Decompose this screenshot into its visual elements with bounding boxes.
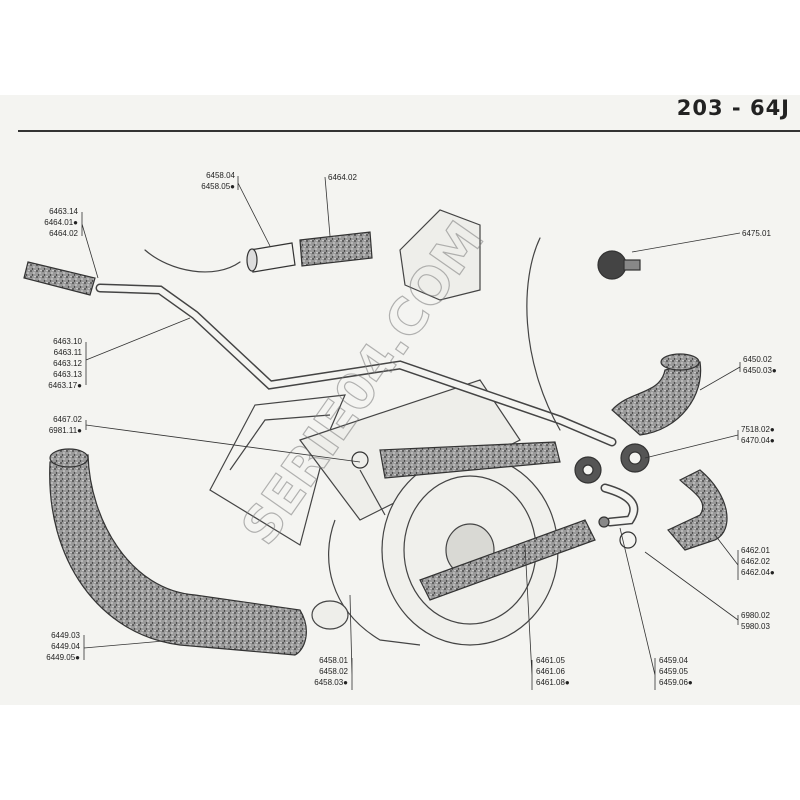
svg-text:6449.03: 6449.03 bbox=[51, 631, 80, 640]
svg-text:6461.06: 6461.06 bbox=[536, 667, 565, 676]
svg-text:6449.05●: 6449.05● bbox=[46, 653, 80, 662]
hose-lower-long bbox=[419, 519, 596, 601]
hose-crossmember bbox=[379, 441, 561, 479]
page-title: 203 - 64J bbox=[676, 96, 790, 120]
hose-short-left bbox=[23, 261, 96, 296]
svg-text:6461.08●: 6461.08● bbox=[536, 678, 570, 687]
callout-6449-03: 6449.03 6449.04 6449.05● bbox=[46, 631, 80, 662]
svg-text:6458.03●: 6458.03● bbox=[314, 678, 348, 687]
callout-6462-01: 6462.01 6462.02 6462.04● bbox=[741, 546, 775, 577]
hoses bbox=[23, 231, 728, 656]
svg-text:6467.02: 6467.02 bbox=[53, 415, 82, 424]
callout-6467-02: 6467.02 6981.11● bbox=[49, 415, 83, 435]
svg-text:6462.01: 6462.01 bbox=[741, 546, 770, 555]
callout-6450-02: 6450.02 6450.03● bbox=[743, 355, 777, 375]
svg-text:6463.13: 6463.13 bbox=[53, 370, 82, 379]
svg-text:6461.05: 6461.05 bbox=[536, 656, 565, 665]
header-rule bbox=[18, 130, 800, 132]
engine-housing bbox=[209, 209, 559, 646]
svg-text:6459.05: 6459.05 bbox=[659, 667, 688, 676]
svg-text:6464.01●: 6464.01● bbox=[44, 218, 78, 227]
svg-text:6462.04●: 6462.04● bbox=[741, 568, 775, 577]
svg-text:6450.02: 6450.02 bbox=[743, 355, 772, 364]
leader-lines bbox=[81, 176, 741, 690]
callout-6458-04: 6458.04 6458.05● bbox=[201, 171, 235, 191]
svg-text:6981.11●: 6981.11● bbox=[49, 426, 82, 435]
callout-6458-01: 6458.01 6458.02 6458.03● bbox=[314, 656, 348, 687]
svg-text:6463.11: 6463.11 bbox=[54, 348, 83, 357]
clamp-b bbox=[619, 531, 637, 549]
hose-elbow-small bbox=[667, 469, 728, 551]
svg-text:6463.14: 6463.14 bbox=[49, 207, 78, 216]
svg-text:7518.02●: 7518.02● bbox=[741, 425, 775, 434]
rigid-pipes bbox=[95, 237, 639, 527]
svg-text:6458.02: 6458.02 bbox=[319, 667, 348, 676]
thermo-switch bbox=[597, 250, 627, 280]
svg-text:6458.05●: 6458.05● bbox=[201, 182, 235, 191]
callout-7518-02: 7518.02● 6470.04● bbox=[741, 425, 775, 445]
svg-text:6449.04: 6449.04 bbox=[51, 642, 80, 651]
svg-text:6464.02: 6464.02 bbox=[328, 173, 357, 182]
callout-6459-04: 6459.04 6459.05 6459.06● bbox=[659, 656, 693, 687]
clamp-a bbox=[351, 451, 369, 469]
svg-text:6450.03●: 6450.03● bbox=[743, 366, 777, 375]
svg-text:6458.01: 6458.01 bbox=[319, 656, 348, 665]
callout-6463-14: 6463.14 6464.01● 6464.02 bbox=[44, 207, 78, 238]
callout-6980-02: 6980.02 5980.03 bbox=[741, 611, 770, 631]
svg-text:6459.04: 6459.04 bbox=[659, 656, 688, 665]
callout-labels: 6463.14 6464.01● 6464.02 6458.04 6458.05… bbox=[44, 171, 777, 687]
svg-text:6463.10: 6463.10 bbox=[53, 337, 82, 346]
hose-elbow-right bbox=[611, 361, 702, 436]
svg-text:6470.04●: 6470.04● bbox=[741, 436, 775, 445]
svg-text:5980.03: 5980.03 bbox=[741, 622, 770, 631]
callout-6475-01: 6475.01 bbox=[742, 229, 771, 238]
callout-6464-02: 6464.02 bbox=[328, 173, 357, 182]
fittings bbox=[246, 242, 650, 549]
hose-upper bbox=[299, 231, 373, 267]
callout-6463-10: 6463.10 6463.11 6463.12 6463.13 6463.17● bbox=[48, 337, 82, 390]
svg-text:6459.06●: 6459.06● bbox=[659, 678, 693, 687]
svg-text:6464.02: 6464.02 bbox=[49, 229, 78, 238]
svg-text:6463.12: 6463.12 bbox=[53, 359, 82, 368]
hose-large-bend bbox=[49, 454, 307, 656]
svg-text:6980.02: 6980.02 bbox=[741, 611, 770, 620]
svg-text:6462.02: 6462.02 bbox=[741, 557, 770, 566]
svg-text:6463.17●: 6463.17● bbox=[48, 381, 82, 390]
svg-text:6458.04: 6458.04 bbox=[206, 171, 235, 180]
svg-text:6475.01: 6475.01 bbox=[742, 229, 771, 238]
callout-6461-05: 6461.05 6461.06 6461.08● bbox=[536, 656, 570, 687]
